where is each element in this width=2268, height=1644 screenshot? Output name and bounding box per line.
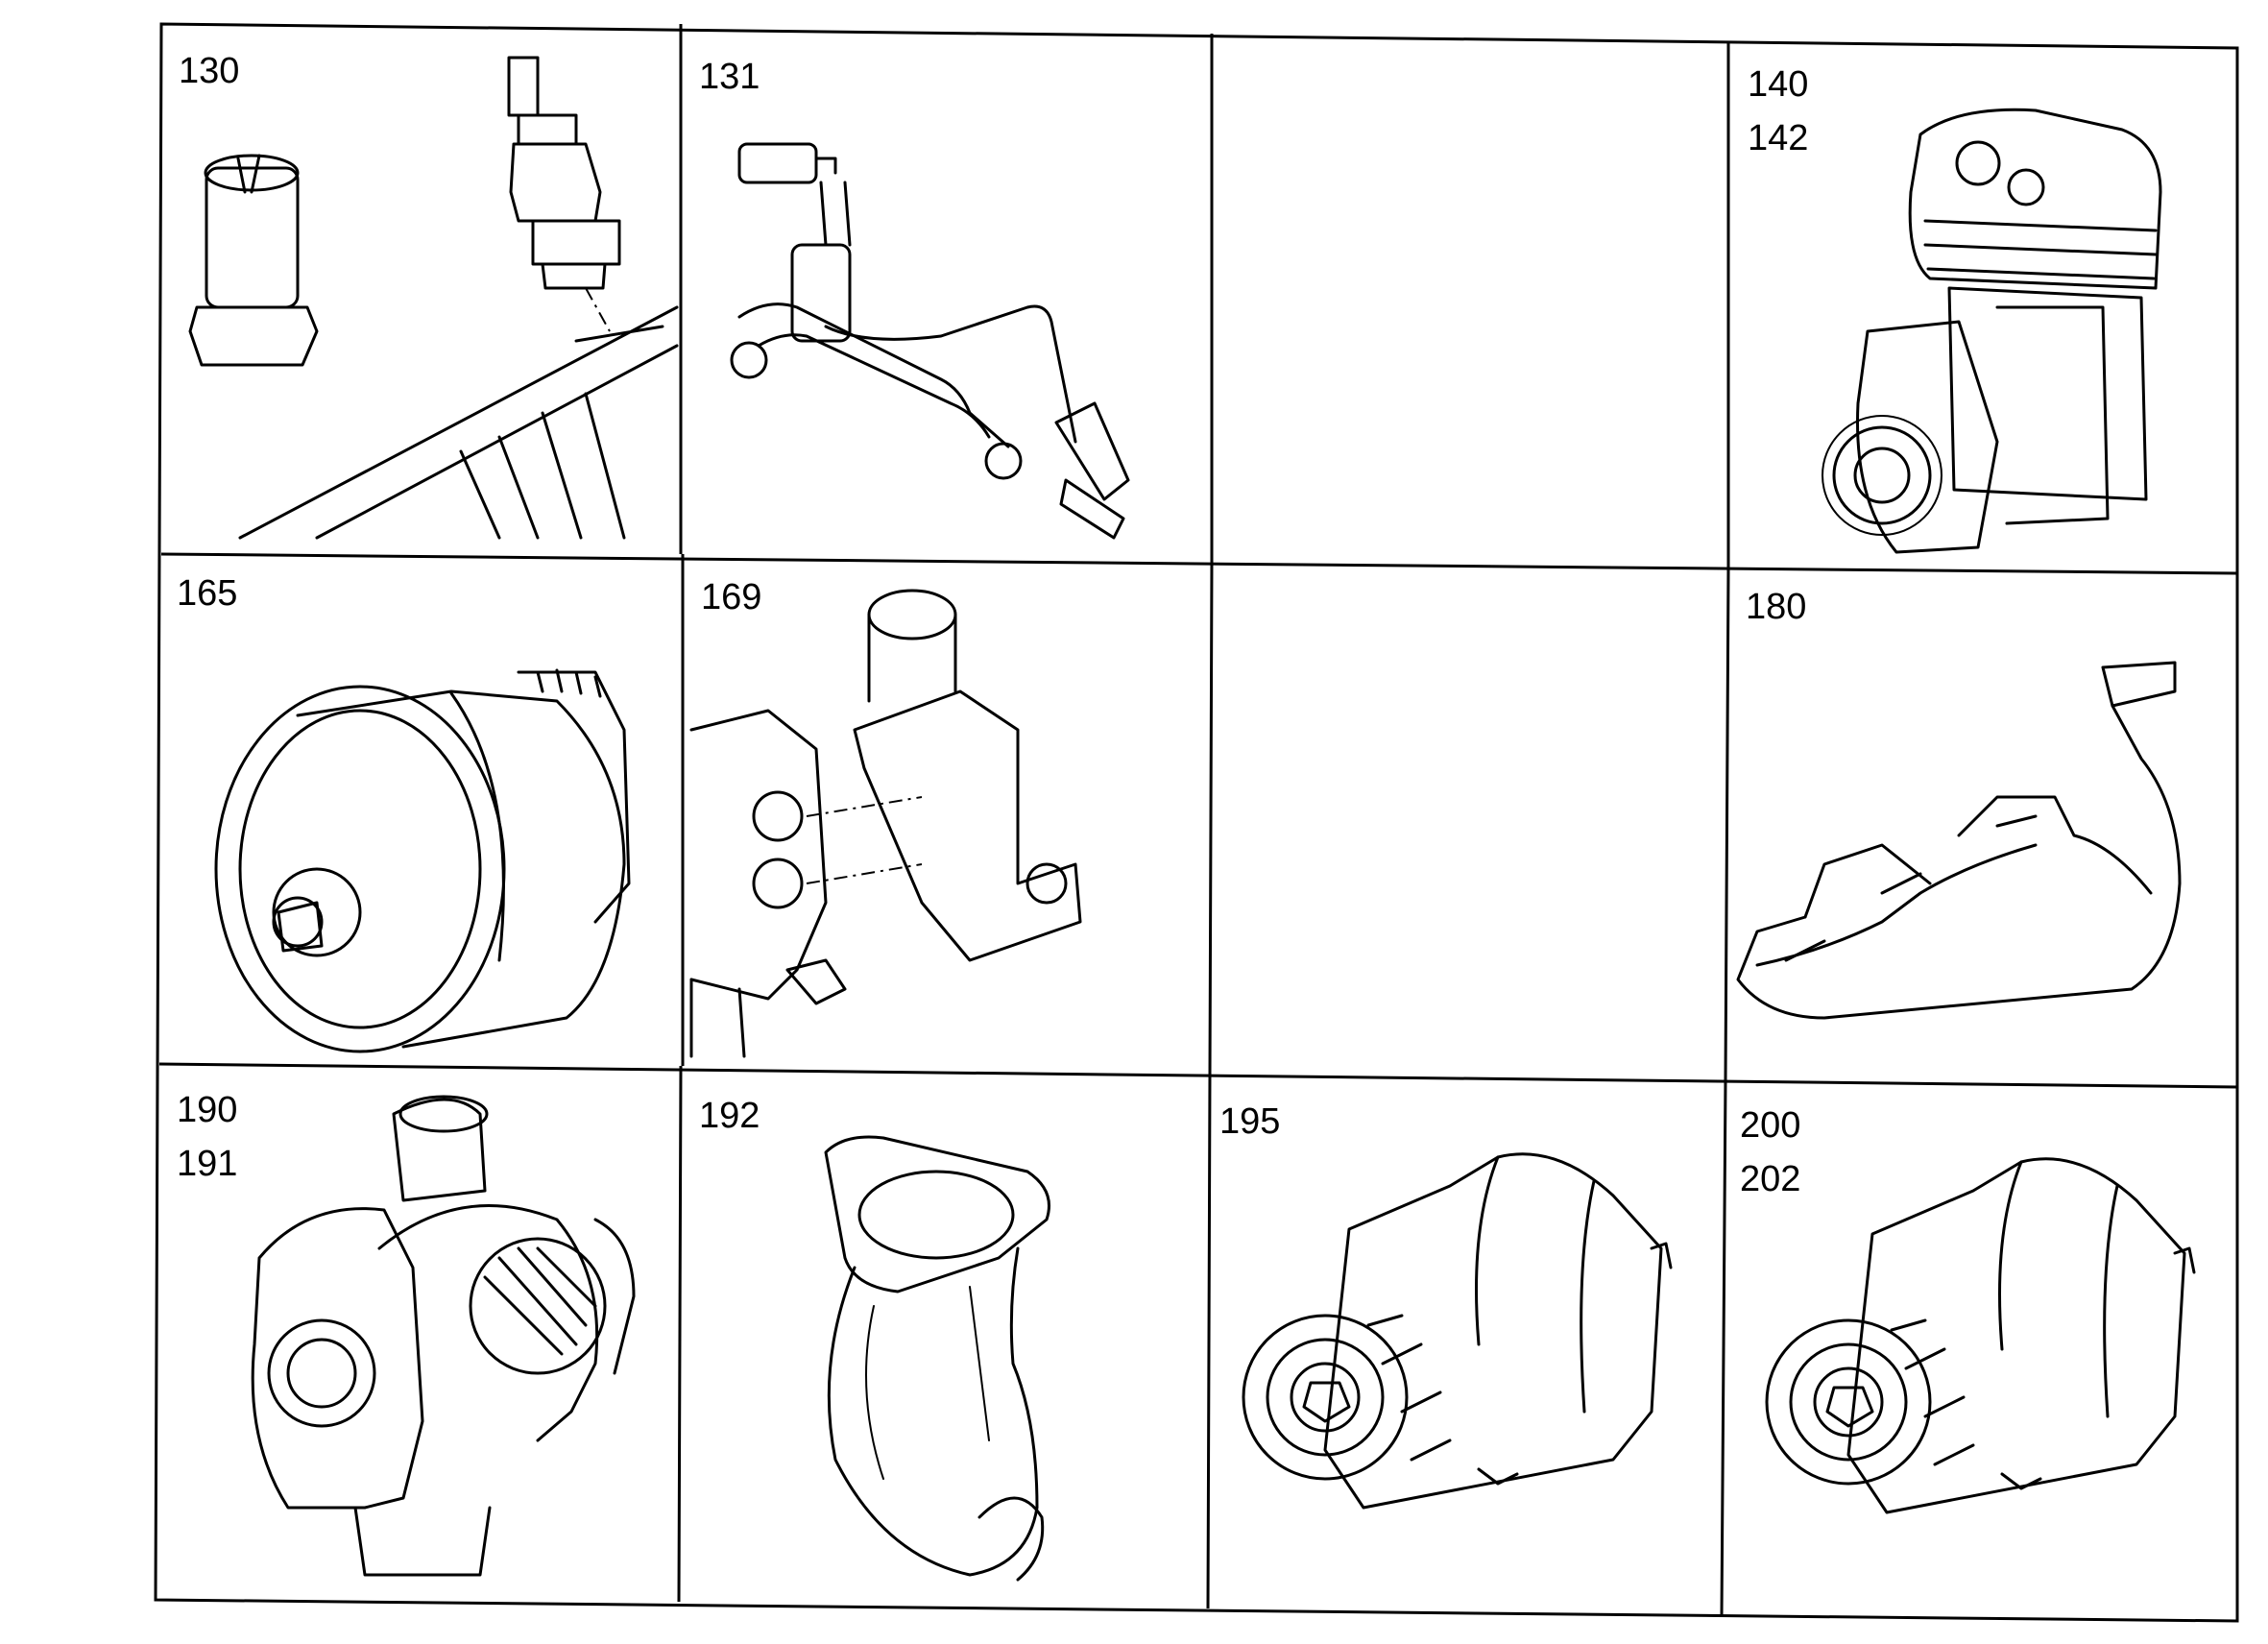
part-number-190-191: 190 191 <box>177 1085 237 1189</box>
part-number-191: 191 <box>177 1144 238 1184</box>
part-number-202: 202 <box>1740 1159 1801 1199</box>
exhaust-manifold-illustration <box>1736 661 2182 1020</box>
part-number-165: 165 <box>177 573 238 614</box>
part-number-169: 169 <box>701 577 762 617</box>
part-number-140: 140 <box>1748 64 1809 105</box>
alternator-illustration <box>1242 1152 1673 1510</box>
part-number-190: 190 <box>177 1090 238 1130</box>
part-number-142: 142 <box>1748 118 1809 158</box>
injection-lines-illustration <box>730 142 1130 540</box>
part-number-131: 131 <box>699 57 760 97</box>
part-number-200-202: 200 202 <box>1740 1100 1800 1204</box>
part-number-192: 192 <box>699 1096 760 1136</box>
exhaust-elbow-illustration <box>824 1135 1050 1582</box>
air-compressor-illustration <box>1822 108 2162 554</box>
part-number-130: 130 <box>179 51 240 91</box>
part-number-195: 195 <box>1219 1101 1281 1142</box>
turbocharger-illustration <box>251 1095 636 1577</box>
part-number-140-142: 140 142 <box>1748 60 1808 163</box>
part-number-180: 180 <box>1746 587 1807 627</box>
grid-lines <box>154 22 2239 1623</box>
alternator-illustration-2 <box>1765 1157 2196 1514</box>
water-pump-illustration <box>214 668 631 1053</box>
thermostat-housing-illustration <box>689 589 1082 1058</box>
part-number-200: 200 <box>1740 1105 1801 1146</box>
glow-plug-illustration <box>188 56 679 540</box>
